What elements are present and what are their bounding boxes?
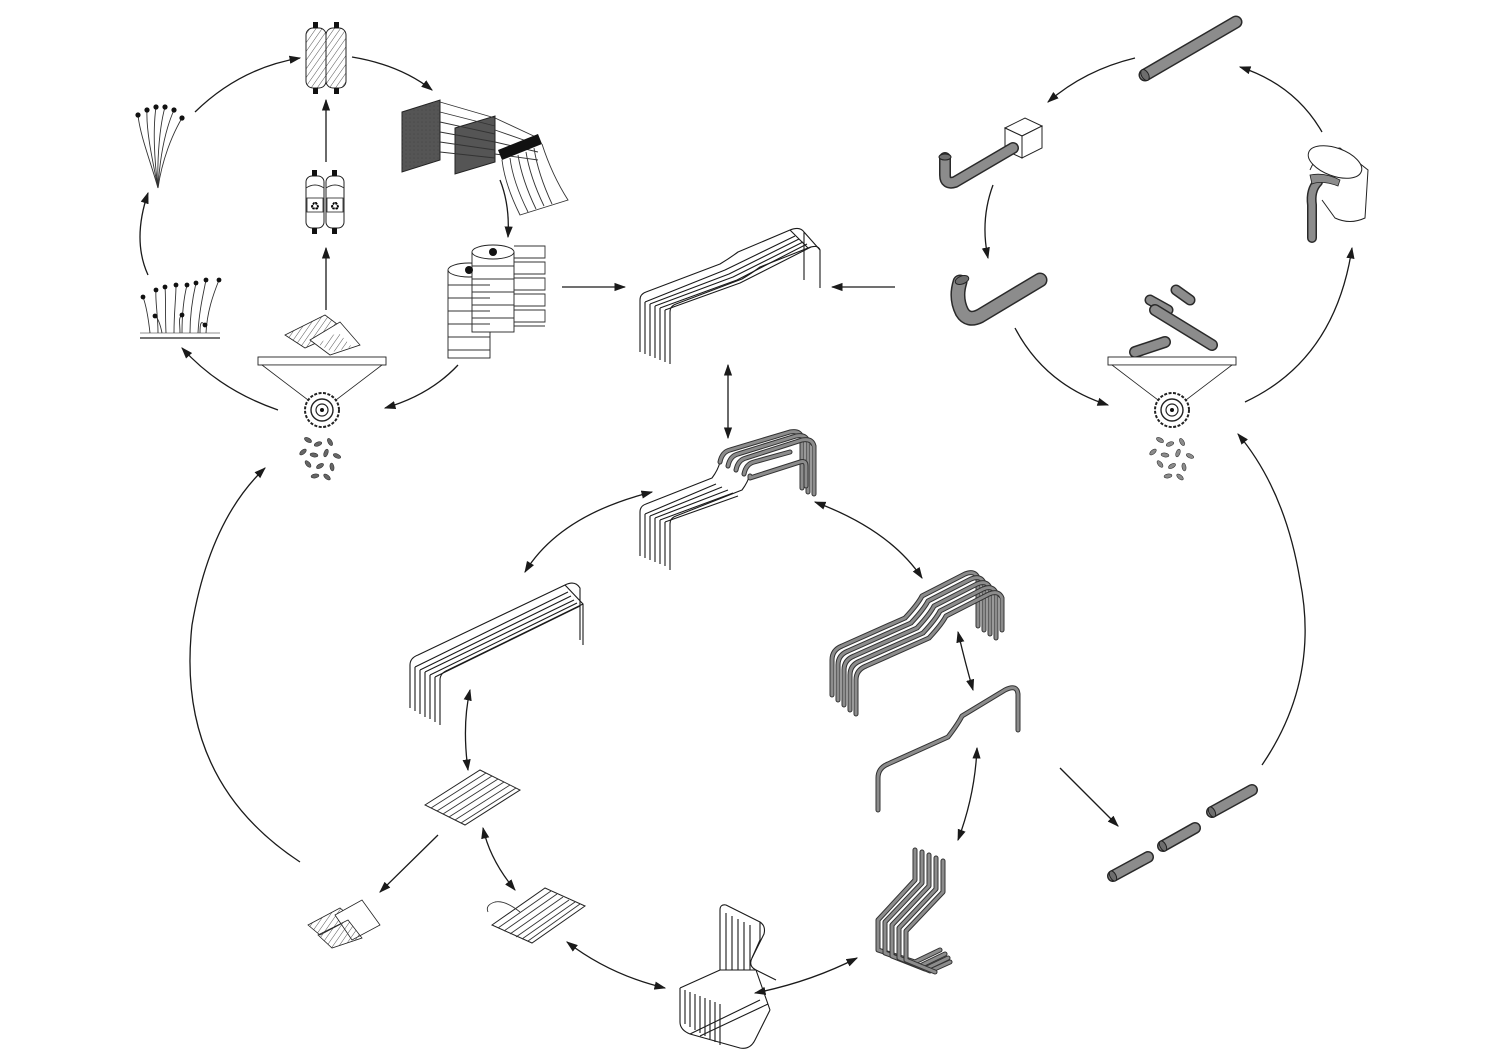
svg-text:♻: ♻ <box>310 200 320 213</box>
bent-rod-cluster-icon <box>875 847 953 975</box>
weaving-loom-icon <box>401 99 569 216</box>
textile-sheet-icon <box>423 769 522 826</box>
arrow-offcuts-to-textile-shredder <box>189 467 301 863</box>
arrow-sheet-to-offcuts <box>379 834 439 893</box>
arrow-crucible-to-pipe <box>1238 66 1323 133</box>
arrow-hybrid-to-metal-bench <box>813 501 923 579</box>
bent-pipe-icon <box>950 272 1048 326</box>
yarn-spools-icon <box>305 22 347 94</box>
arrow-bent-pipe-to-shredder <box>1014 327 1110 406</box>
arrow-sheet-to-stitched <box>481 826 516 891</box>
single-metal-rod-icon <box>875 685 1021 813</box>
arrow-fiber-to-yarn <box>194 55 302 113</box>
textile-offcuts-icon <box>307 899 381 949</box>
recycled-yarn-spools-icon: ♻ ♻ <box>305 170 345 234</box>
arrow-rolls-to-shredder <box>383 364 459 410</box>
fiber-sprouts-icon <box>140 277 222 339</box>
pipe-bending-machine-icon <box>938 117 1044 189</box>
arrow-loom-to-rolls <box>499 179 513 239</box>
fiber-bundle-icon <box>135 104 185 189</box>
arrow-fibers-up <box>139 191 149 276</box>
textile-chair-icon <box>679 904 777 1049</box>
metal-frame-bench-icon <box>829 570 1005 717</box>
cut-pipe-segments-icon <box>1107 784 1258 882</box>
arrow-cluster-to-chair <box>753 957 859 995</box>
arrow-rod-to-cluster <box>957 746 981 842</box>
arrow-yarn-to-loom <box>351 56 433 91</box>
arrow-rod-to-segments <box>1059 767 1119 827</box>
svg-text:♻: ♻ <box>330 200 340 213</box>
arrow-shredder-to-fibers <box>181 347 279 411</box>
arrow-metal-bench-to-rod <box>956 630 975 692</box>
arrow-shredder-to-crucible <box>1244 246 1355 403</box>
textile-shredder-icon <box>257 356 387 481</box>
textile-rolls-icon <box>447 244 546 359</box>
straight-pipe-icon <box>1138 15 1243 82</box>
textile-bench-icon <box>639 227 821 364</box>
hybrid-bench-icon <box>639 429 817 570</box>
arrow-hybrid-to-textile-bench <box>524 490 654 573</box>
textile-panel-bench-icon <box>409 582 584 725</box>
arrow-segments-to-metal-shredder <box>1237 433 1306 766</box>
arrow-stitched-to-chair <box>566 941 667 990</box>
metal-shredder-icon <box>1107 284 1237 481</box>
arrow-textile-bench-to-sheet <box>462 688 472 772</box>
stitched-textile-sheet-icon <box>486 887 587 944</box>
molten-metal-crucible-icon <box>1306 145 1369 243</box>
textile-scraps-icon <box>284 314 361 356</box>
flow-arrows <box>139 55 1355 995</box>
arrow-bender-to-bent-pipe <box>981 184 994 260</box>
arrow-pipe-to-bender <box>1047 57 1136 103</box>
